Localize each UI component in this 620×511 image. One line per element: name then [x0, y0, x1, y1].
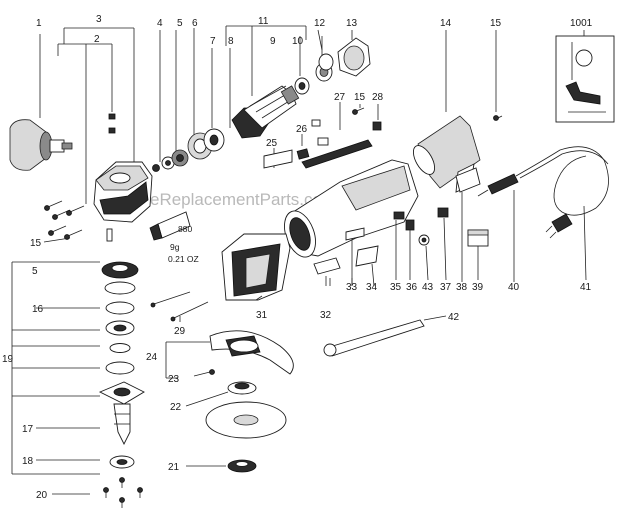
label-24: 24: [146, 352, 158, 363]
label-31: 31: [256, 310, 268, 321]
part-11-armature: [225, 25, 307, 139]
label-19: 19: [2, 354, 14, 365]
label-32: 32: [320, 310, 332, 321]
label-37: 37: [440, 282, 452, 293]
label-7: 7: [210, 36, 216, 47]
label-3: 3: [96, 14, 102, 25]
part-21-clamping-nut: [186, 459, 257, 473]
label-20: 20: [36, 490, 48, 501]
label-1001: 1001: [570, 18, 593, 29]
label-35: 35: [390, 282, 402, 293]
part-20-screws: [52, 477, 143, 508]
part-31-stator: [221, 233, 291, 301]
part-1-side-handle: [9, 34, 73, 171]
label-39: 39: [472, 282, 484, 293]
label-18: 18: [22, 456, 34, 467]
label-11: 11: [258, 16, 269, 27]
part-15-screws-left: [43, 200, 85, 243]
label-8: 8: [228, 36, 234, 47]
label-13: 13: [346, 18, 358, 29]
number-labels: 1 2 3 4 5 6 7 8 9 10 11 12 13 14 15 1001…: [2, 14, 593, 501]
label-21: 21: [168, 462, 180, 473]
grease-ounces: 0.21 OZ: [168, 254, 199, 264]
parts-12-13-brush-cover: [317, 29, 371, 77]
part-29-long-screws: [150, 291, 209, 322]
part-22-flange: [185, 381, 257, 407]
label-40: 40: [508, 282, 520, 293]
label-4: 4: [157, 18, 163, 29]
parts-25-to-28-switch-parts: [263, 102, 382, 169]
label-5-left: 5: [32, 266, 38, 277]
label-33: 33: [346, 282, 358, 293]
label-27: 27: [334, 92, 346, 103]
label-23: 23: [168, 374, 180, 385]
label-28: 28: [372, 92, 384, 103]
label-2: 2: [94, 34, 100, 45]
gear-stack-left: [11, 261, 145, 475]
label-41: 41: [580, 282, 592, 293]
label-bracket-2-3: [57, 27, 135, 204]
parts-4-to-8-gear-train: [152, 28, 231, 172]
parts-32-34-labels: [313, 227, 379, 287]
label-26: 26: [296, 124, 308, 135]
label-38: 38: [456, 282, 468, 293]
label-15-mid: 15: [354, 92, 366, 103]
part-38-cord-protector: [455, 167, 481, 282]
parts-35-36-43-37: [393, 207, 449, 281]
label-36: 36: [406, 282, 418, 293]
part-24-wheel-guard: [165, 330, 294, 379]
label-6: 6: [192, 18, 198, 29]
part-42-pin-wrench: [323, 315, 447, 357]
part-3-gear-housing: [93, 161, 153, 223]
part-39-capacitor: [467, 229, 489, 280]
label-25: 25: [266, 138, 278, 149]
label-15-top-right: 15: [490, 18, 502, 29]
grease-tube: 880 9g 0.21 OZ: [149, 211, 199, 264]
part-15-screws-top: [352, 30, 503, 121]
grease-weight: 9g: [170, 242, 180, 252]
label-10: 10: [292, 36, 304, 47]
label-9: 9: [270, 36, 276, 47]
leader-lines: [329, 278, 353, 286]
label-34: 34: [366, 282, 378, 293]
part-40-strain-relief: [477, 173, 519, 282]
label-1: 1: [36, 18, 42, 29]
part-33-motor-housing: [284, 159, 419, 286]
label-12: 12: [314, 18, 326, 29]
label-5-top: 5: [177, 18, 183, 29]
part-23-screw: [193, 369, 215, 377]
label-16: 16: [32, 304, 44, 315]
part-1001-inset: [555, 30, 615, 123]
watermark-text: eReplacementParts.com: [150, 190, 336, 209]
part-41-power-cord: [515, 146, 609, 281]
grinding-disc: [205, 401, 287, 439]
label-29: 29: [174, 326, 186, 337]
label-43: 43: [422, 282, 434, 293]
label-42: 42: [448, 312, 460, 323]
grease-code: 880: [178, 224, 192, 234]
label-17: 17: [22, 424, 34, 435]
part-14-housing-sleeve: [412, 30, 481, 193]
part-2-screws: [106, 113, 116, 242]
label-15-left: 15: [30, 238, 42, 249]
label-22: 22: [170, 402, 182, 413]
label-14: 14: [440, 18, 452, 29]
